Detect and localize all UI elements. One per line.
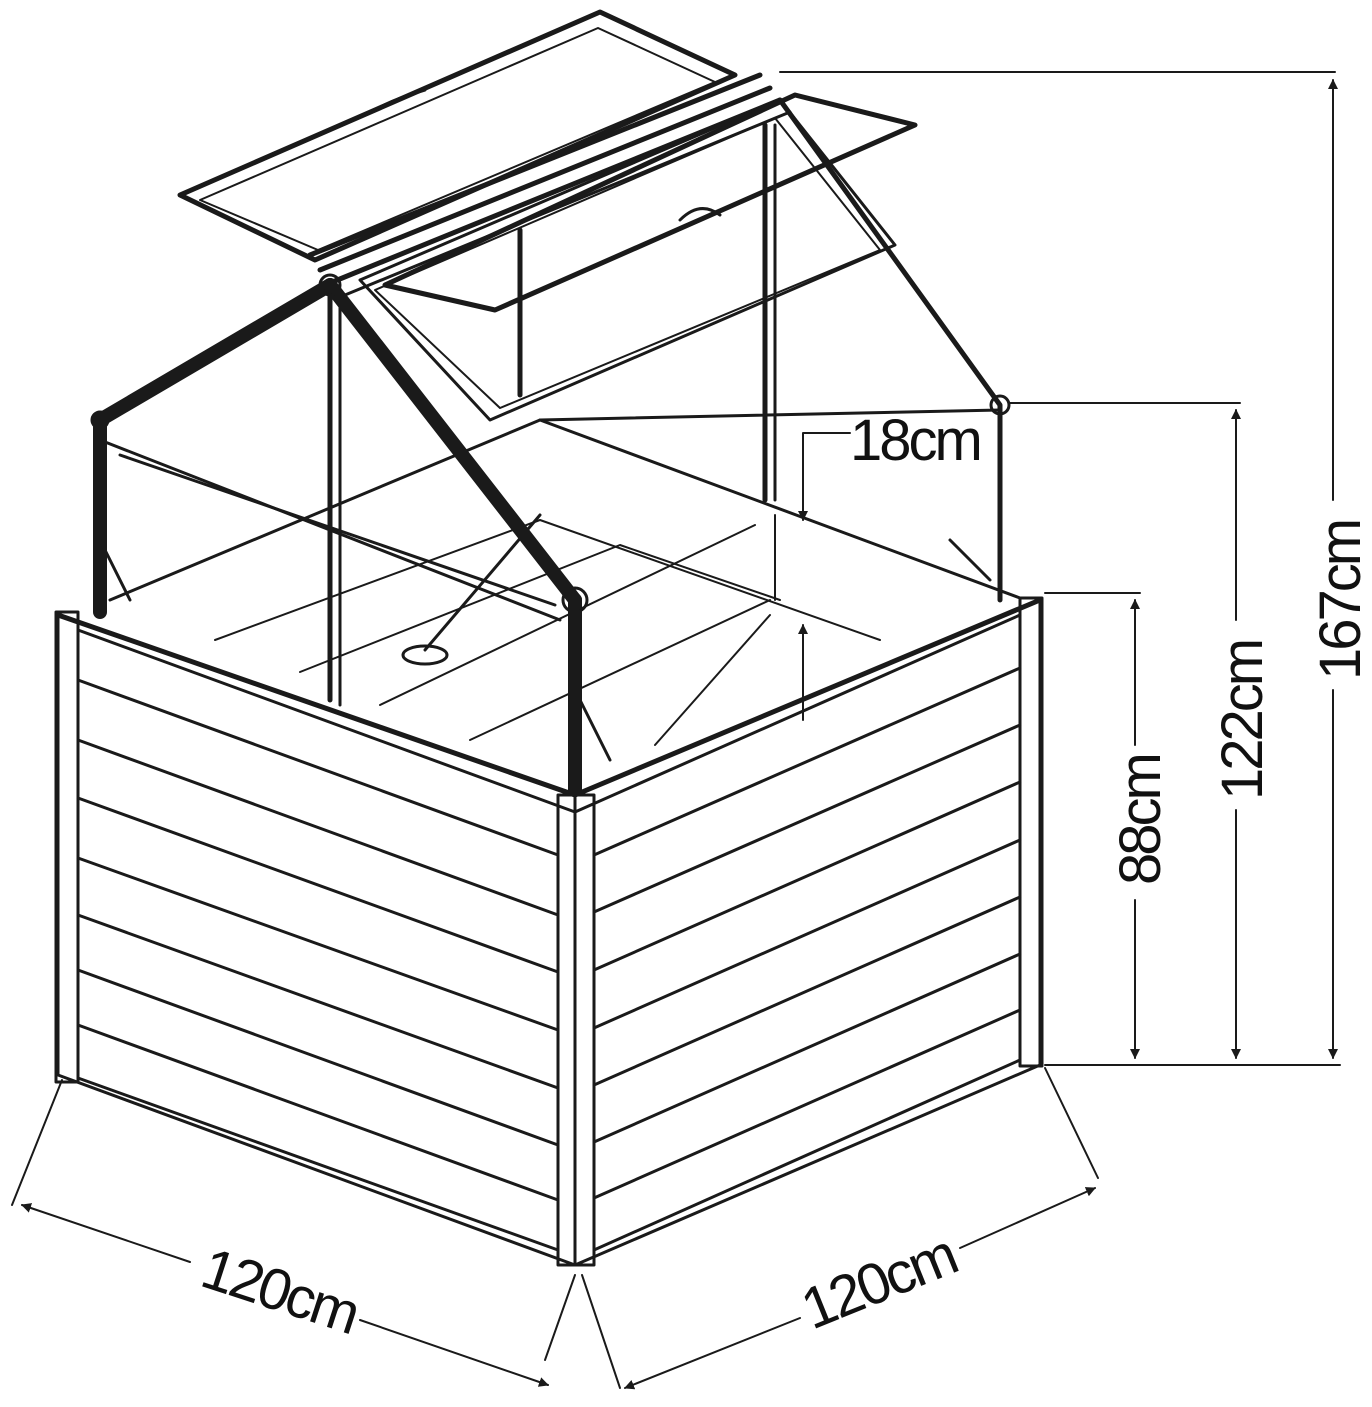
ext-bottom-center [544, 1274, 576, 1361]
label-right-120cm: 120cm [793, 1222, 965, 1342]
label-18cm: 18cm [850, 408, 980, 473]
right-panel-slats [592, 666, 1022, 1252]
ext-bottom-center-r [581, 1274, 621, 1389]
dimension-lines [11, 71, 1341, 1390]
drain-hole [401, 644, 449, 666]
top-rim-front [55, 597, 1043, 798]
top-rim-inner [76, 613, 1022, 814]
right-end-rafter [777, 97, 1003, 603]
label-88cm: 88cm [1108, 755, 1173, 885]
raised-bed [54, 418, 1044, 1267]
greenhouse-frame [90, 9, 1011, 797]
ridge-beams [307, 72, 792, 297]
brace-right [948, 538, 992, 582]
back-eave-rail [538, 408, 1002, 422]
ext-bottom-left [11, 1079, 63, 1206]
roof-vent-open-right [382, 92, 918, 313]
front-rafter [323, 278, 582, 607]
dim-right-120-b [959, 1187, 1096, 1249]
vent-handle-left [363, 88, 427, 117]
left-panel [56, 613, 577, 1267]
label-167cm: 167cm [1308, 521, 1372, 680]
label-left-120cm: 120cm [194, 1236, 365, 1347]
vent-handle [678, 207, 722, 222]
dim-18-leader [802, 432, 851, 486]
roof-vent-open-left [177, 9, 738, 263]
ext-bottom-right [1044, 1067, 1099, 1179]
corner-post-right [1018, 596, 1044, 1068]
left-end-rafter [93, 278, 337, 619]
dim-right-120-a [624, 1317, 801, 1390]
left-panel-slats [76, 678, 560, 1252]
dim-left-120-b [359, 1319, 549, 1387]
bed-interior [214, 513, 881, 746]
brace-left [98, 538, 132, 602]
corner-post-left [54, 610, 80, 1084]
roof-window-right [358, 98, 897, 422]
label-122cm: 122cm [1210, 641, 1275, 800]
dim-left-120-a [21, 1203, 191, 1263]
